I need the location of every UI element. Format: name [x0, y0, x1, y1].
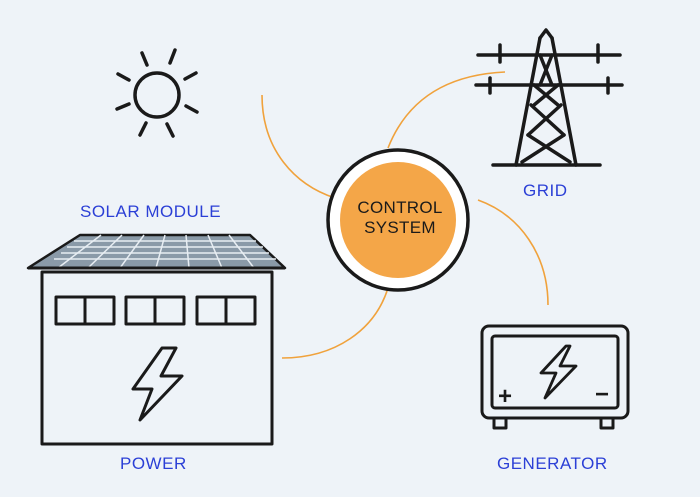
control-system-label: CONTROL SYSTEM [340, 198, 460, 238]
connector-grid [387, 71, 506, 149]
connector-sun [261, 94, 336, 199]
lightning-bolt-icon [131, 346, 184, 422]
building-icon [40, 270, 274, 446]
generator-bolt-icon [539, 344, 578, 400]
plus-sign: + [498, 383, 512, 410]
control-system-line2: SYSTEM [364, 218, 436, 237]
grid-label: GRID [523, 181, 568, 200]
solar-panel-icon [26, 233, 287, 270]
connector-power [281, 287, 389, 359]
transmission-tower-icon [474, 28, 624, 167]
sun-icon [115, 48, 199, 138]
minus-sign: − [595, 381, 609, 408]
power-label: POWER [120, 454, 187, 473]
control-system-line1: CONTROL [357, 198, 443, 217]
solar-module-label: SOLAR MODULE [80, 202, 222, 221]
connector-lines [261, 71, 549, 359]
connector-generator [477, 199, 549, 306]
generator-label: GENERATOR [497, 454, 608, 473]
control-system-node [326, 148, 470, 292]
generator-icon [480, 324, 630, 430]
